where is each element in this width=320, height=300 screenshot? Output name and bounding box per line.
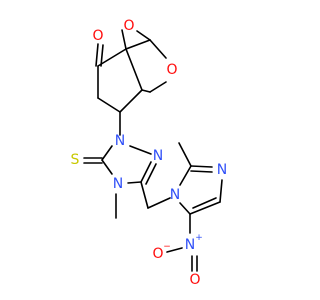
bond-cage-obridge-c5: [136, 30, 151, 41]
atom-n-triazole-1: N: [115, 133, 125, 149]
molecular-structure-diagram: O O O S N N N N N N + O − O: [0, 0, 300, 300]
bond-ch2-imidazole-n1: [147, 197, 171, 209]
atom-n-imidazole-1: N: [170, 187, 180, 203]
atom-o-ring: O: [166, 62, 177, 78]
bond-ketone-c-o: [95, 43, 99, 67]
bond-triazole-c3-n4: [127, 181, 142, 184]
atom-n-triazole-4: N: [113, 176, 123, 192]
bond-cage-ketone-c1: [97, 48, 127, 67]
bond-imidazole-c4-c5: [189, 201, 221, 215]
charge-n-nitro: +: [195, 233, 203, 243]
bond-cage-c1-c5: [125, 39, 151, 50]
bond-ketone-c-o-double: [100, 44, 104, 67]
bond-cage-c5-oring: [149, 39, 167, 59]
bond-imidazole-c2-n3-double: [190, 170, 213, 173]
atom-n-triazole-2: N: [153, 148, 163, 164]
atom-o-nitro-2: O: [189, 272, 200, 288]
bond-nitro-n-o1: [166, 247, 183, 253]
bond-imidazole-methyl: [178, 142, 192, 167]
bond-imidazole-c2-n3: [190, 165, 213, 168]
bond-cage-c2-c4: [119, 89, 143, 113]
atom-o-bridge: O: [123, 18, 134, 34]
bond-triazole-n1-n2: [129, 145, 152, 155]
bond-cage-c1-obridge: [121, 29, 127, 50]
bond-imidazole-n3-c4: [219, 179, 223, 203]
bond-imidazole-c4-c5-double: [192, 197, 217, 209]
bond-cage-c1-c4: [125, 48, 143, 91]
bond-imidazole-c5-n1: [179, 202, 191, 215]
bond-c3-ch2: [140, 181, 149, 209]
atom-o-nitro-1: O: [152, 246, 163, 262]
diagram-background: [0, 0, 300, 300]
bond-triazole-n2-c3-double: [145, 163, 157, 185]
atom-labels: O O O S N N N N N N + O − O: [71, 18, 228, 288]
bond-triazole-n4-c5: [101, 159, 113, 175]
bond-cage-ch2-c4: [141, 89, 151, 93]
atom-o-ketone: O: [92, 28, 103, 44]
atom-n-nitro: N: [185, 237, 195, 253]
bond-imidazole-n1-c2: [179, 165, 192, 186]
bond-cage-oring-ch2: [149, 81, 167, 93]
bond-cage-ch2-c2: [97, 97, 121, 113]
bond-network: [83, 29, 223, 272]
atom-n-imidazole-3: N: [217, 162, 227, 178]
bond-triazole-n2-c3: [140, 161, 152, 183]
charge-o-nitro-1: −: [163, 242, 171, 252]
bond-triazole-c5-n1: [101, 145, 113, 161]
atom-s-thione: S: [71, 152, 80, 168]
